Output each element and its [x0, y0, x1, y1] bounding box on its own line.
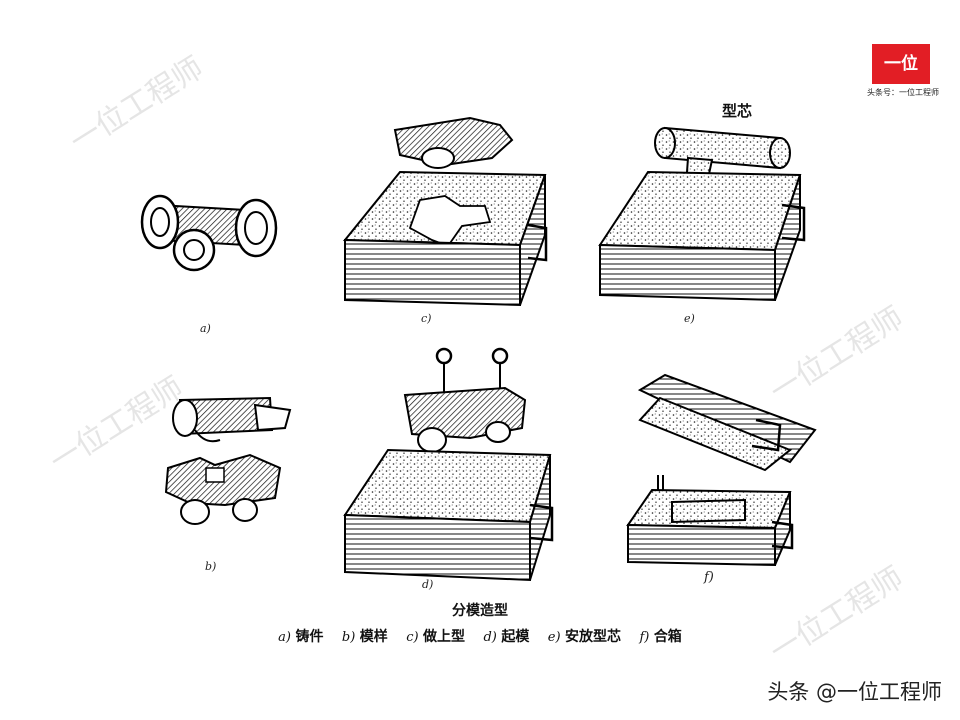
- caption-item: e) 安放型芯: [547, 629, 622, 645]
- pattern-illustration: [164, 396, 292, 525]
- casting-illustration: [140, 194, 278, 272]
- caption-item: f) 合箱: [639, 629, 682, 645]
- caption-item: d) 起模: [483, 629, 530, 645]
- subfigure-label-e: e): [684, 312, 695, 325]
- subfigure-label-d: d): [422, 578, 434, 591]
- close-mold-illustration: [626, 373, 817, 567]
- caption: a) 铸件 b) 模样 c) 做上型 d) 起模 e) 安放型芯 f) 合箱: [0, 626, 960, 646]
- draw-pattern-illustration: [343, 347, 554, 582]
- core-label: 型芯: [722, 102, 753, 120]
- subfigure-label-b: b): [205, 560, 217, 573]
- logo-subtitle: 头条号：一位工程师: [867, 88, 939, 97]
- figure-title: 分模造型: [452, 603, 508, 619]
- caption-item: a) 铸件: [278, 629, 324, 645]
- subfigure-label-c: c): [421, 312, 432, 325]
- subfigure-label-f: f): [704, 570, 714, 585]
- logo-badge: 一位: [872, 44, 930, 84]
- subfigure-label-a: a): [200, 322, 211, 335]
- caption-item: c) 做上型: [406, 629, 466, 645]
- caption-item: b) 模样: [341, 629, 388, 645]
- set-core-illustration: [598, 126, 806, 302]
- cope-illustration: [342, 116, 548, 307]
- footer-watermark: 头条 @一位工程师: [767, 680, 942, 704]
